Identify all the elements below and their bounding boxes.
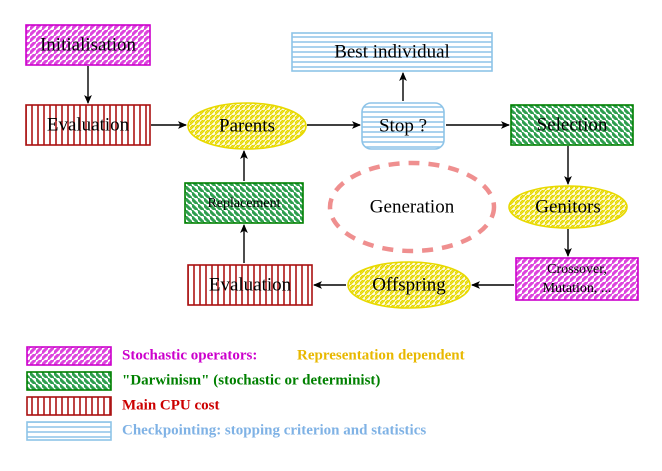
node-label-generation: Generation (370, 196, 455, 217)
node-shape-genitors (508, 185, 628, 229)
node-best-individual[interactable]: Best individual (291, 32, 493, 72)
legend-label-stochastic-operators: Stochastic operators: (122, 347, 257, 363)
node-shape-evaluation-top (25, 104, 151, 146)
node-generation[interactable]: Generation (327, 160, 497, 254)
node-parents[interactable]: Parents (187, 102, 307, 150)
legend-label-darwinism: "Darwinism" (stochastic or determinist) (122, 372, 380, 388)
node-genitors[interactable]: Genitors (508, 185, 628, 229)
node-offspring[interactable]: Offspring (347, 261, 471, 309)
legend-item-stochastic-operators: Stochastic operators: Representation depe… (26, 346, 465, 366)
node-label-stop: Stop ? (379, 115, 427, 136)
legend-swatch-blue-horiz (26, 421, 112, 441)
node-evaluation-top[interactable]: Evaluation (25, 104, 151, 146)
legend-item-darwinism: "Darwinism" (stochastic or determinist) (26, 371, 380, 391)
node-shape-selection (510, 104, 634, 146)
node-shape-evaluation-bottom (187, 264, 313, 306)
node-label2-crossover: Mutation, ... (543, 281, 612, 296)
node-evaluation-bottom[interactable]: Evaluation (187, 264, 313, 306)
node-label-genitors: Genitors (535, 196, 600, 217)
node-label-parents: Parents (219, 115, 275, 136)
legend-label-extra-stochastic-operators: Representation dependent (297, 347, 465, 363)
node-stop[interactable]: Stop ? (361, 102, 445, 150)
node-initialisation[interactable]: Initialisation (25, 24, 151, 66)
node-replacement[interactable]: Replacement (184, 182, 304, 224)
node-label-initialisation: Initialisation (40, 34, 137, 55)
node-label-offspring: Offspring (372, 274, 446, 295)
legend-layer: Stochastic operators: Representation depe… (26, 346, 465, 441)
node-label-evaluation-top: Evaluation (47, 114, 130, 135)
node-shape-offspring (347, 261, 471, 309)
legend-label-main-cpu-cost: Main CPU cost (122, 397, 220, 413)
node-shape-initialisation (25, 24, 151, 66)
node-label-evaluation-bottom: Evaluation (209, 274, 292, 295)
node-crossover[interactable]: Crossover, Mutation, ... (515, 257, 639, 301)
legend-swatch-magenta-diag (26, 346, 112, 366)
node-shape-crossover (515, 257, 639, 301)
legend-item-checkpointing: Checkpointing: stopping criterion and st… (26, 421, 426, 441)
node-shape-parents (187, 102, 307, 150)
legend-item-main-cpu-cost: Main CPU cost (26, 396, 220, 416)
node-shape-stop (361, 102, 445, 150)
node-shape-generation (327, 160, 497, 254)
legend-swatch-green-diag (26, 371, 112, 391)
node-label-replacement: Replacement (207, 196, 280, 211)
node-selection[interactable]: Selection (510, 104, 634, 146)
node-shape-best-individual (291, 32, 493, 72)
node-label-crossover: Crossover, (547, 262, 607, 277)
legend-label-checkpointing: Checkpointing: stopping criterion and st… (122, 422, 426, 438)
legend-swatch-red-vert (26, 396, 112, 416)
node-shape-replacement (184, 182, 304, 224)
node-label-best-individual: Best individual (334, 41, 450, 62)
edges-layer (84, 66, 572, 289)
node-label-selection: Selection (537, 114, 608, 135)
